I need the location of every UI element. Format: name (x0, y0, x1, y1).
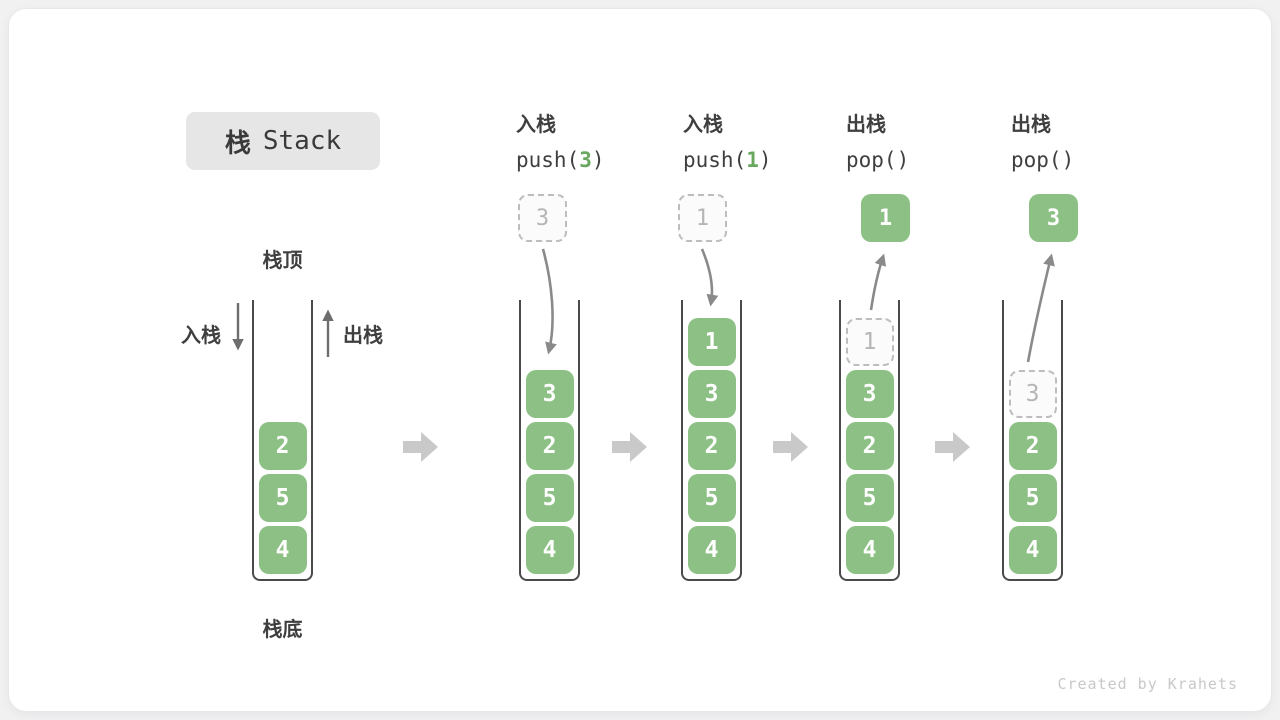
stack-element: 2 (1008, 422, 1057, 470)
stack-after-push1: 4 5 2 3 1 (681, 300, 742, 581)
op-label-push1: 入栈 push(1) (683, 108, 772, 172)
stack-element: 5 (687, 474, 736, 522)
stack-element: 5 (845, 474, 894, 522)
stack-element: 4 (687, 526, 736, 574)
op-zh: 出栈 (846, 114, 886, 136)
title-badge: 栈 Stack (186, 112, 380, 170)
stack-element: 2 (845, 422, 894, 470)
op-code: push(1) (683, 148, 772, 172)
push1-curve-arrow-icon (700, 248, 719, 307)
op-code: pop() (846, 148, 910, 172)
stack-bottom-label: 栈底 (262, 619, 303, 641)
stack-element: 1 (687, 318, 736, 366)
push-side-label: 入栈 (181, 325, 221, 347)
stack-element-ghost: 3 (1008, 370, 1057, 418)
step-right-arrow-icon (935, 432, 970, 462)
watermark: Created by Krahets (1057, 675, 1238, 693)
stack-element: 4 (1008, 526, 1057, 574)
op-code: push(3) (516, 148, 605, 172)
op-label-pop3: 出栈 pop() (1011, 108, 1074, 172)
op-zh: 出栈 (1011, 114, 1051, 136)
step-right-arrow-icon (612, 432, 647, 462)
op-label-push3: 入栈 push(3) (516, 108, 605, 172)
stack-element: 3 (845, 370, 894, 418)
stack-element-ghost: 1 (845, 318, 894, 366)
stack-element: 5 (1008, 474, 1057, 522)
floating-value-box: 1 (861, 194, 910, 242)
floating-value-box: 3 (518, 194, 567, 242)
stack-element: 2 (687, 422, 736, 470)
step-right-arrow-icon (403, 432, 438, 462)
op-label-pop1: 出栈 pop() (846, 108, 909, 172)
stack-after-push3: 4 5 2 3 (519, 300, 580, 581)
step-right-arrow-icon (773, 432, 808, 462)
stack-element: 4 (525, 526, 574, 574)
op-code: pop() (1011, 148, 1075, 172)
op-zh: 入栈 (516, 114, 556, 136)
stack-element: 4 (258, 526, 307, 574)
stack-element: 3 (525, 370, 574, 418)
stack-element: 3 (687, 370, 736, 418)
stack-element: 2 (258, 422, 307, 470)
pop-side-label: 出栈 (343, 325, 383, 347)
stack-element: 4 (845, 526, 894, 574)
stack-after-pop1: 4 5 2 3 1 (839, 300, 900, 581)
op-zh: 入栈 (683, 114, 723, 136)
floating-value-box: 3 (1029, 194, 1078, 242)
title-en: Stack (262, 126, 342, 156)
stack-element: 2 (525, 422, 574, 470)
stack-top-label: 栈顶 (262, 250, 303, 272)
stack-element: 5 (258, 474, 307, 522)
stack-initial: 4 5 2 (252, 300, 313, 581)
floating-value-box: 1 (678, 194, 727, 242)
stack-element: 5 (525, 474, 574, 522)
title-zh: 栈 (224, 127, 251, 158)
stack-after-pop3: 4 5 2 3 (1002, 300, 1063, 581)
